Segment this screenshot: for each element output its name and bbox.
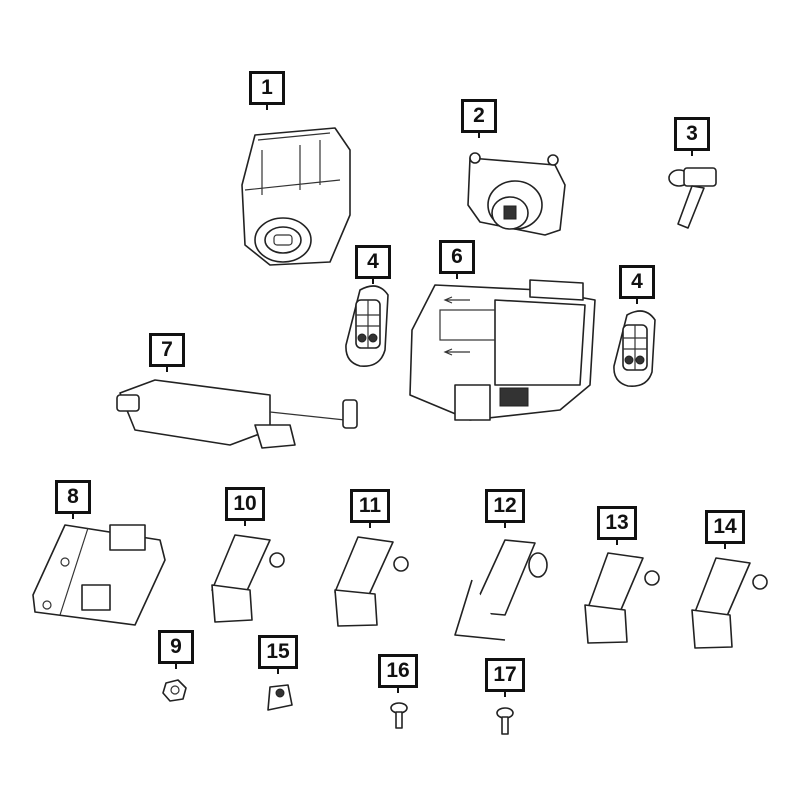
callout-13[interactable]: 13 — [597, 506, 637, 540]
part-3-key — [668, 167, 717, 229]
callout-9[interactable]: 9 — [158, 630, 194, 664]
callout-6[interactable]: 6 — [439, 240, 475, 274]
part-12-antenna — [454, 539, 548, 641]
callout-11[interactable]: 11 — [350, 489, 390, 523]
part-14-antenna — [691, 557, 768, 649]
callout-14[interactable]: 14 — [705, 510, 745, 544]
callout-2[interactable]: 2 — [461, 99, 497, 133]
part-16-screw — [390, 702, 408, 729]
callout-4-right[interactable]: 4 — [619, 265, 655, 299]
part-1-ignition-switch — [241, 127, 351, 266]
callout-15[interactable]: 15 — [258, 635, 298, 669]
callout-3[interactable]: 3 — [674, 117, 710, 151]
part-11-antenna — [334, 536, 409, 627]
callout-17[interactable]: 17 — [485, 658, 525, 692]
part-2-lock-housing — [467, 152, 566, 236]
part-13-antenna — [584, 552, 660, 644]
part-17-screw — [496, 707, 514, 735]
part-6-control-module — [409, 279, 596, 421]
callout-16[interactable]: 16 — [378, 654, 418, 688]
callout-1[interactable]: 1 — [249, 71, 285, 105]
part-4-fob-right — [613, 310, 656, 388]
part-4-fob-left — [345, 285, 389, 367]
callout-7[interactable]: 7 — [149, 333, 185, 367]
part-9-nut — [162, 679, 187, 702]
part-8-bracket — [32, 524, 166, 626]
part-10-antenna — [211, 534, 285, 623]
callout-4-left[interactable]: 4 — [355, 245, 391, 279]
callout-12[interactable]: 12 — [485, 489, 525, 523]
callout-8[interactable]: 8 — [55, 480, 91, 514]
part-15-clip — [267, 684, 293, 711]
callout-10[interactable]: 10 — [225, 487, 265, 521]
part-7-receiver — [116, 379, 358, 449]
